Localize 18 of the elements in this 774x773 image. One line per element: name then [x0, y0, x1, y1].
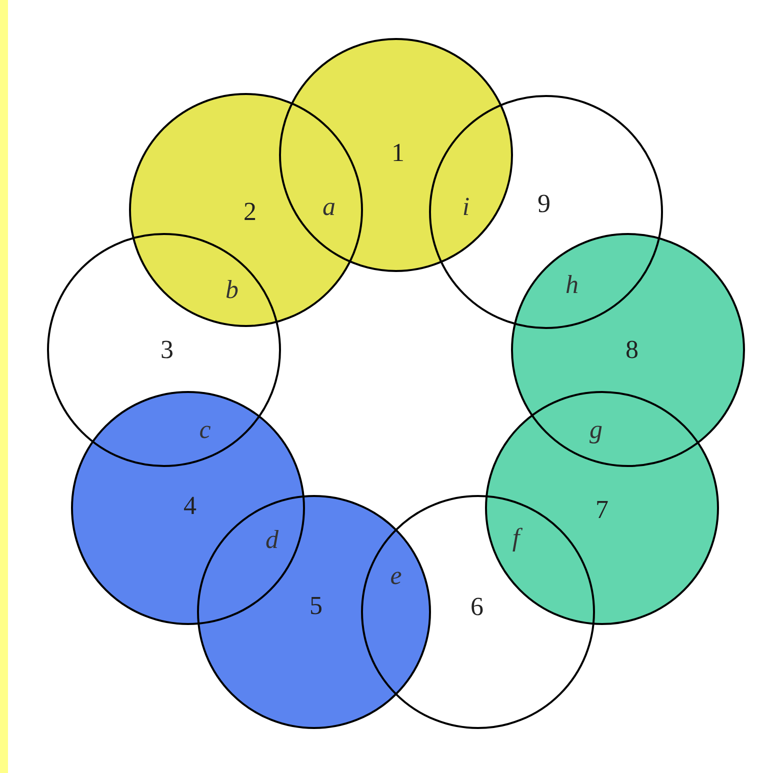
region-letter: b — [226, 277, 238, 303]
region-letter: g — [590, 417, 602, 443]
set-number: 4 — [184, 493, 196, 519]
region-letter: h — [566, 272, 578, 298]
set-number: 1 — [392, 140, 404, 166]
set-number: 7 — [596, 497, 608, 523]
set-number: 2 — [244, 199, 256, 225]
region-letter: f — [512, 525, 520, 551]
set-number: 9 — [538, 191, 550, 217]
region-letter: a — [322, 194, 336, 220]
set-number: 8 — [626, 337, 638, 363]
set-number: 5 — [310, 593, 322, 619]
region-letter: i — [462, 194, 470, 220]
set-number: 3 — [160, 337, 174, 363]
region-letter: e — [390, 563, 402, 589]
region-letter: d — [266, 527, 278, 553]
region-letter: c — [199, 417, 211, 443]
set-number: 6 — [470, 594, 484, 620]
